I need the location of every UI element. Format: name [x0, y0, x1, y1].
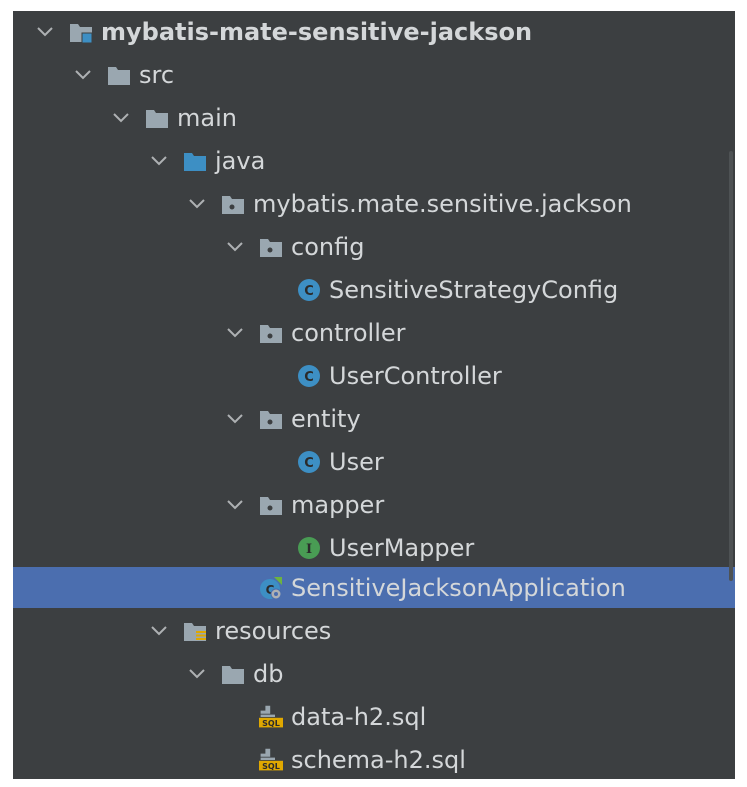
spring-boot-class-icon: C	[259, 576, 283, 600]
tree-node-schema-h2-sql[interactable]: SQL schema-h2.sql	[13, 739, 735, 779]
package-icon	[221, 192, 245, 216]
chevron-down-icon[interactable]	[111, 108, 131, 128]
tree-node-db[interactable]: db	[13, 653, 735, 695]
tree-node-label: java	[215, 147, 266, 175]
chevron-down-icon[interactable]	[225, 409, 245, 429]
interface-icon: I	[297, 536, 321, 560]
tree-node-label: main	[177, 104, 237, 132]
tree-node-src[interactable]: src	[13, 54, 735, 96]
chevron-down-icon[interactable]	[73, 65, 93, 85]
svg-text:C: C	[304, 370, 314, 385]
folder-icon	[145, 106, 169, 130]
tree-node-project[interactable]: mybatis-mate-sensitive-jackson	[13, 11, 735, 53]
tree-node-label: mybatis-mate-sensitive-jackson	[101, 18, 533, 46]
tree-node-mapper[interactable]: mapper	[13, 484, 735, 526]
tree-node-label: UserController	[329, 362, 502, 390]
chevron-down-icon[interactable]	[149, 621, 169, 641]
svg-text:SQL: SQL	[262, 762, 280, 771]
tree-node-sensitive-strategy-config[interactable]: C SensitiveStrategyConfig	[13, 269, 735, 311]
chevron-down-icon[interactable]	[225, 237, 245, 257]
folder-icon	[221, 662, 245, 686]
project-tree-panel: mybatis-mate-sensitive-jackson src main …	[13, 11, 735, 779]
folder-icon	[107, 63, 131, 87]
chevron-down-icon[interactable]	[225, 495, 245, 515]
class-icon: C	[297, 364, 321, 388]
tree-node-label: User	[329, 448, 384, 476]
tree-node-label: UserMapper	[329, 534, 475, 562]
chevron-down-icon[interactable]	[149, 151, 169, 171]
tree-node-user-mapper[interactable]: I UserMapper	[13, 527, 735, 569]
sql-file-icon: SQL	[259, 748, 283, 772]
tree-node-label: schema-h2.sql	[291, 746, 466, 774]
chevron-down-icon[interactable]	[187, 194, 207, 214]
tree-node-java[interactable]: java	[13, 140, 735, 182]
tree-node-user[interactable]: C User	[13, 441, 735, 483]
tree-node-data-h2-sql[interactable]: SQL data-h2.sql	[13, 696, 735, 738]
sql-file-icon: SQL	[259, 705, 283, 729]
source-root-folder-icon	[183, 149, 207, 173]
package-icon	[259, 235, 283, 259]
tree-node-label: src	[139, 61, 175, 89]
vertical-scrollbar[interactable]	[729, 151, 733, 581]
svg-text:SQL: SQL	[262, 719, 280, 728]
package-icon	[259, 407, 283, 431]
chevron-down-icon[interactable]	[225, 323, 245, 343]
tree-node-label: mybatis.mate.sensitive.jackson	[253, 190, 632, 218]
tree-node-entity[interactable]: entity	[13, 398, 735, 440]
tree-node-config[interactable]: config	[13, 226, 735, 268]
resources-folder-icon	[183, 619, 207, 643]
svg-text:C: C	[304, 456, 314, 471]
chevron-down-icon[interactable]	[35, 22, 55, 42]
tree-node-label: SensitiveJacksonApplication	[291, 573, 626, 602]
tree-node-controller[interactable]: controller	[13, 312, 735, 354]
svg-text:C: C	[304, 284, 314, 299]
tree-node-label: mapper	[291, 491, 385, 519]
tree-node-sensitive-jackson-application[interactable]: C SensitiveJacksonApplication	[13, 567, 735, 608]
class-icon: C	[297, 450, 321, 474]
tree-node-label: entity	[291, 405, 361, 433]
package-icon	[259, 493, 283, 517]
tree-node-package-root[interactable]: mybatis.mate.sensitive.jackson	[13, 183, 735, 225]
svg-text:I: I	[306, 542, 312, 557]
package-icon	[259, 321, 283, 345]
tree-node-label: db	[253, 660, 284, 688]
tree-node-user-controller[interactable]: C UserController	[13, 355, 735, 397]
project-module-icon	[69, 20, 93, 44]
tree-node-label: SensitiveStrategyConfig	[329, 276, 619, 304]
tree-node-main[interactable]: main	[13, 97, 735, 139]
tree-node-label: data-h2.sql	[291, 703, 427, 731]
chevron-down-icon[interactable]	[187, 664, 207, 684]
tree-node-label: config	[291, 233, 365, 261]
svg-text:C: C	[266, 583, 275, 597]
tree-node-label: controller	[291, 319, 406, 347]
tree-node-label: resources	[215, 617, 332, 645]
class-icon: C	[297, 278, 321, 302]
tree-node-resources[interactable]: resources	[13, 610, 735, 652]
